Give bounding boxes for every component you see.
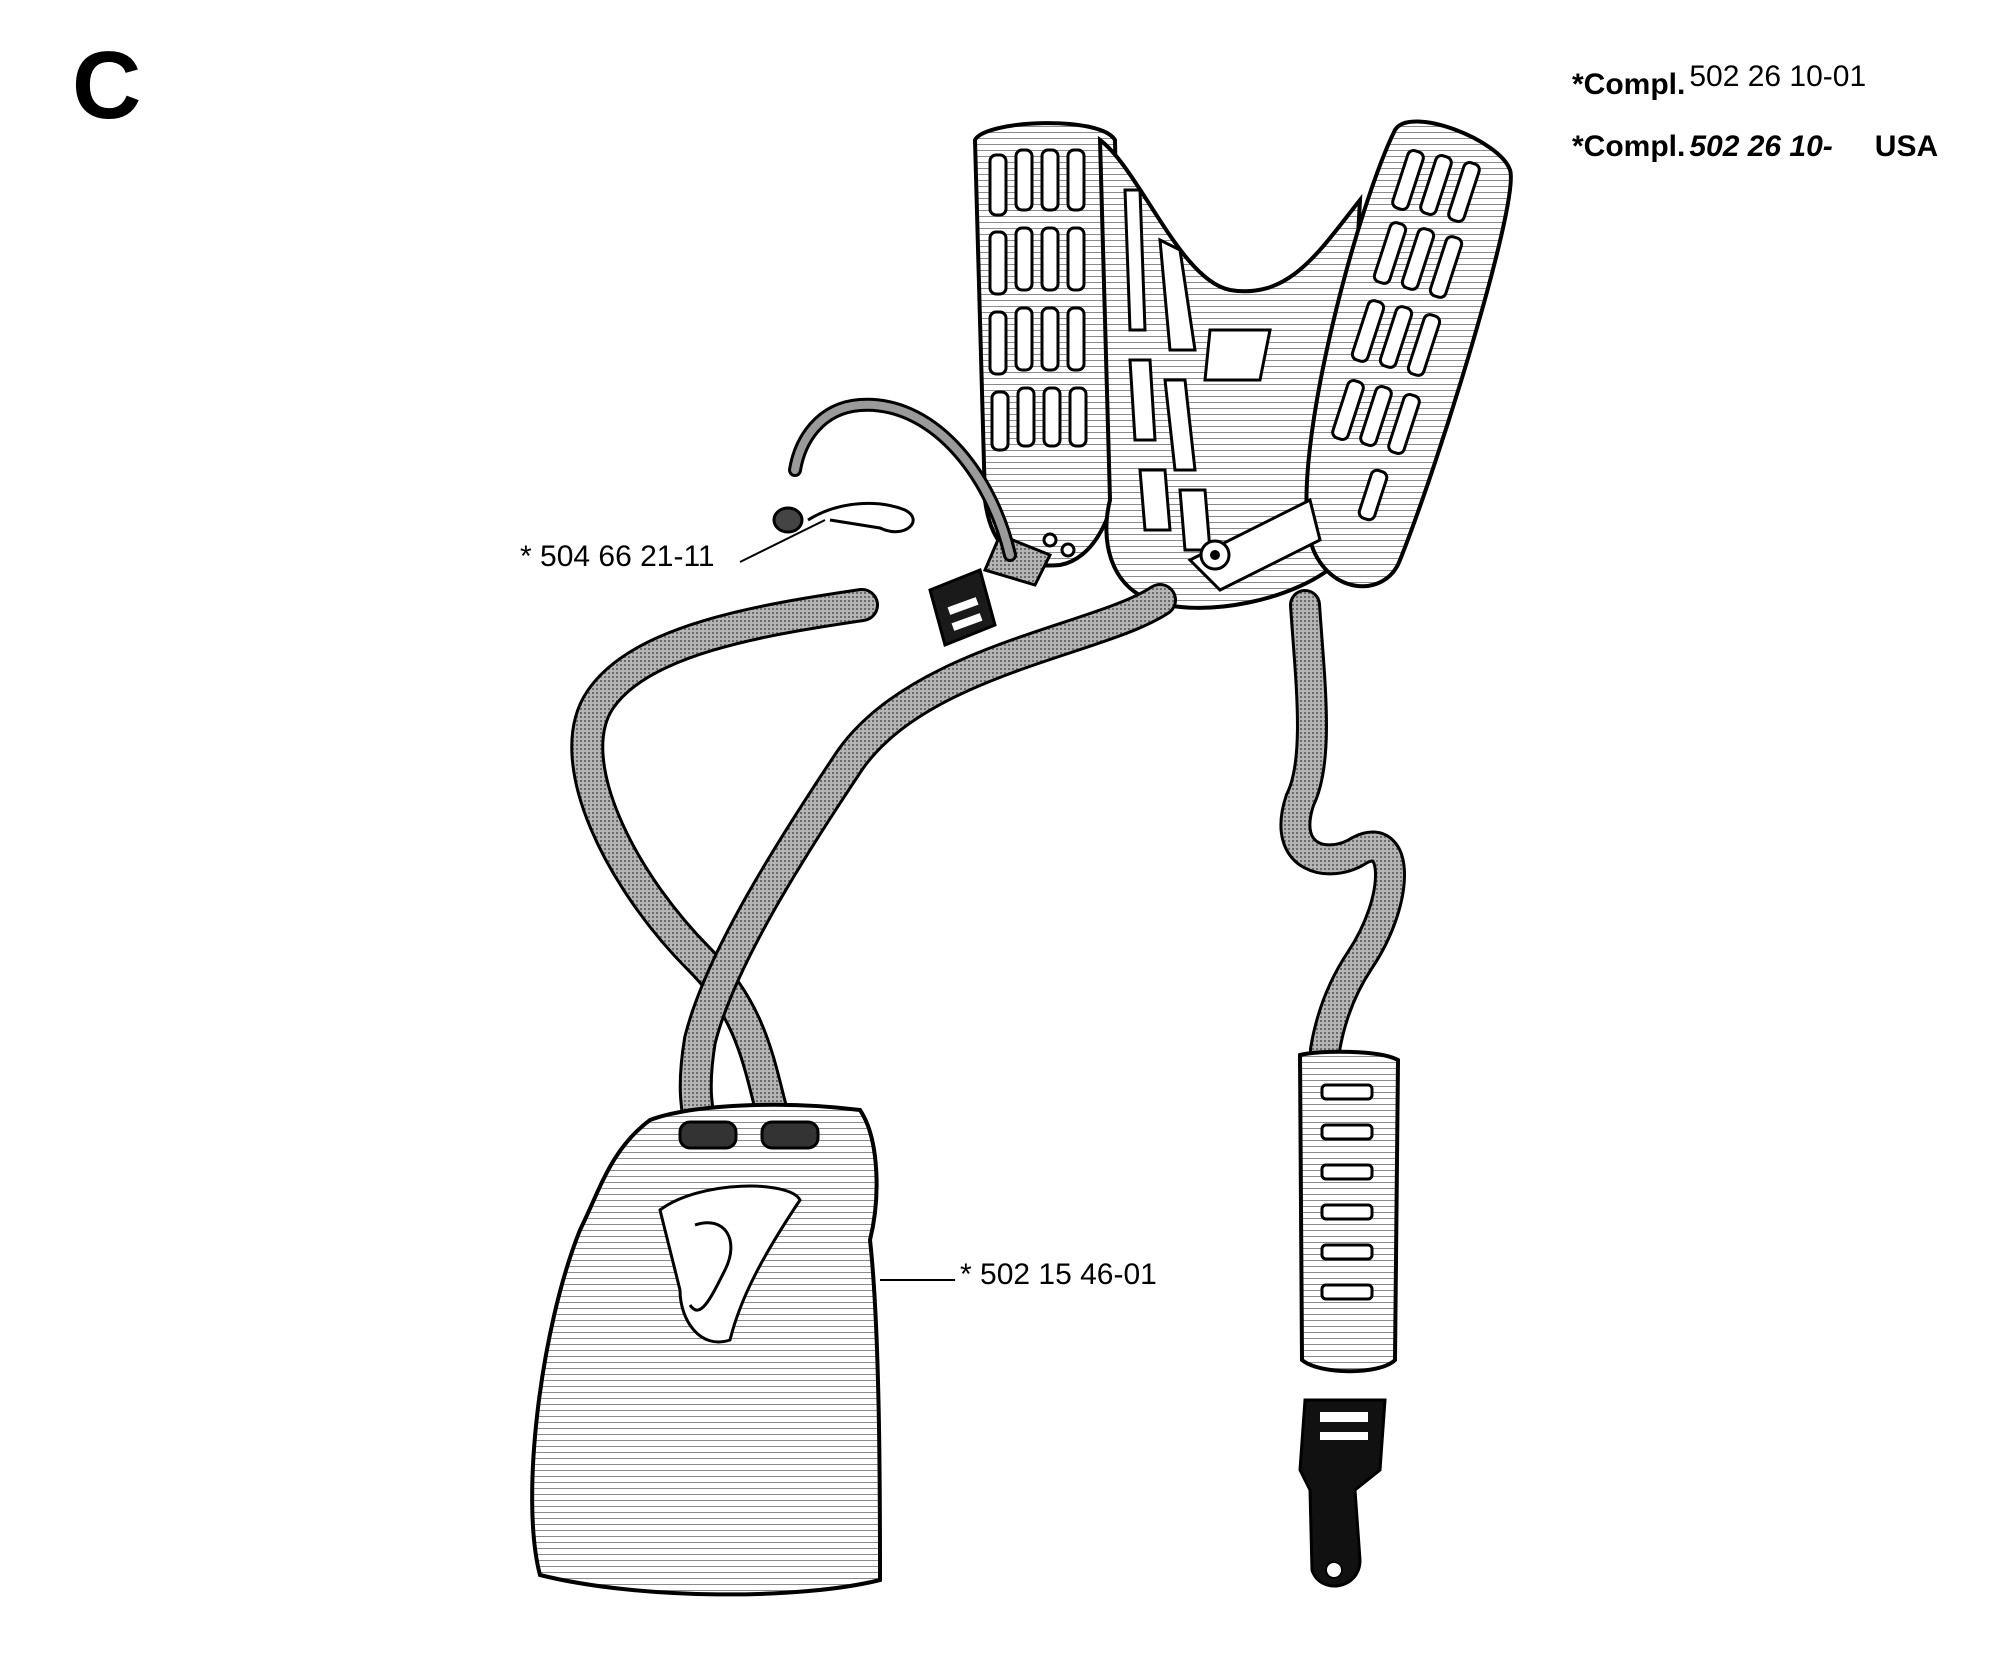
part-label-clip-pin: * 504 66 21-11 [520,540,715,573]
complete-set-list: *Compl.502 26 10-01 *Compl.502 26 10-USA [1572,60,1938,192]
hip-pad-icon [530,1102,955,1597]
right-strap [1279,589,1406,1066]
strap-buckle-icon [928,533,1053,648]
complete-set-prefix: *Compl. [1572,68,1686,101]
complete-set-item: *Compl.502 26 10- USA [1572,130,1938,192]
lock-buckle-icon [1298,1398,1387,1588]
complete-set-item: *Compl.502 26 10-01 [1572,60,1938,130]
long-strap [570,583,1177,1162]
adjuster-plate-icon [1297,1049,1401,1374]
section-letter: C [72,32,142,139]
shoulder-harness-icon [972,119,1513,610]
complete-set-region: USA [1874,130,1939,163]
complete-set-part-number: 502 26 10- [1689,130,1833,163]
clip-pin-icon [739,397,1017,563]
complete-set-part-number: 502 26 10-01 [1689,60,1867,93]
complete-set-prefix: *Compl. [1572,130,1686,163]
part-label-hip-pad: * 502 15 46-01 [960,1258,1157,1291]
